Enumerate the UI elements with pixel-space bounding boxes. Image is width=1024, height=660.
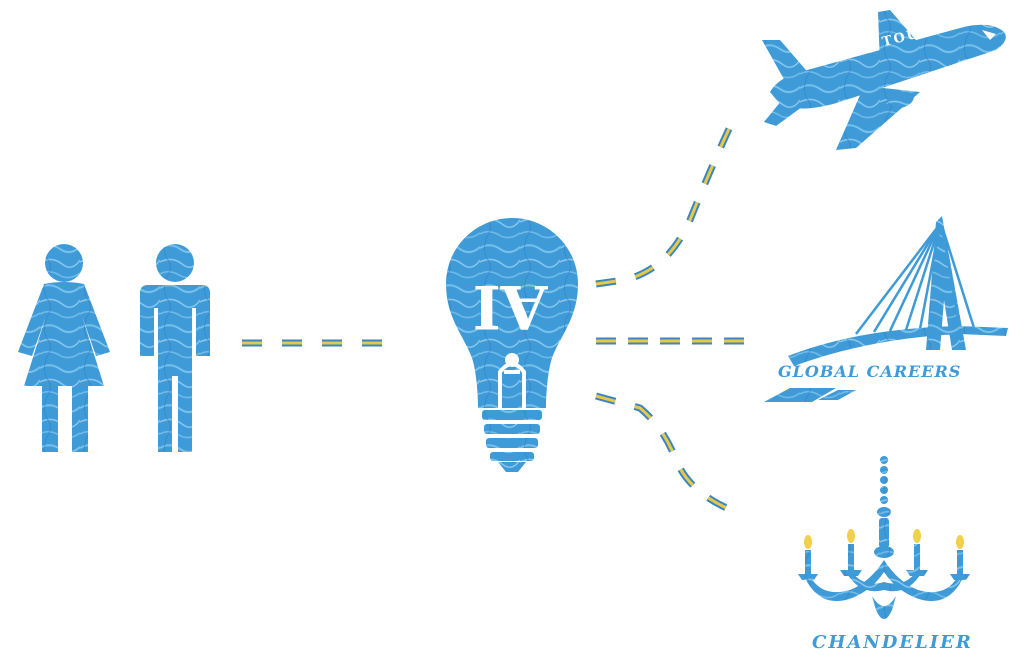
chandelier-label: CHANDELIER (812, 632, 973, 653)
connector-bulb-airplane (595, 112, 740, 288)
cockpit-window (982, 30, 996, 40)
woman-icon (18, 244, 110, 452)
airplane-icon (762, 10, 1006, 150)
bridge-icon (764, 216, 1008, 402)
connector-bulb-chandelier (595, 392, 738, 516)
man-icon (140, 244, 210, 452)
bridge-label: GLOBAL CAREERS (778, 362, 962, 381)
bulb-label: AI (473, 271, 549, 341)
candle-flames (804, 529, 964, 549)
lightbulb-icon: AI (446, 218, 578, 472)
chandelier-icon (798, 456, 970, 619)
